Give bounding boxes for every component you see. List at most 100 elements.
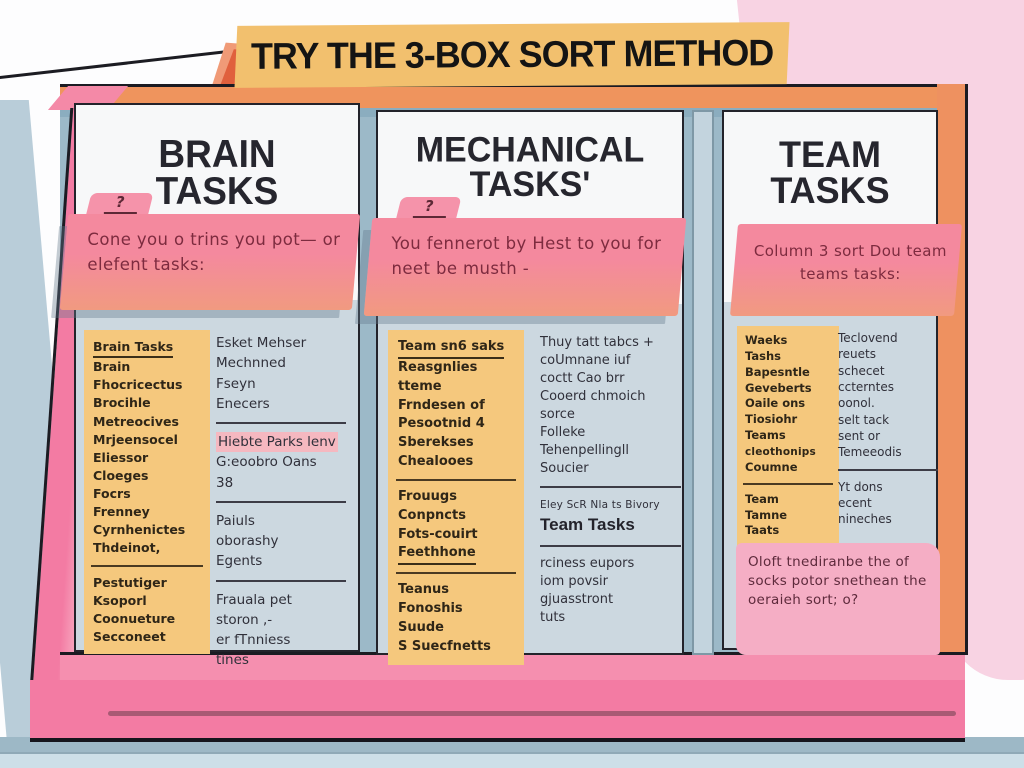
list-item: Tashs — [745, 348, 781, 363]
list-item: Fseyn — [216, 375, 256, 392]
list-item: reuets — [838, 347, 876, 362]
list-item: Teclovend — [838, 331, 898, 345]
note-mechanical-text: You fennerot by Hest to you for neet be … — [391, 234, 662, 278]
list-item: Coumne — [745, 459, 798, 474]
list-item: schecet — [838, 363, 885, 378]
list-item: Fhocricectus — [93, 377, 183, 393]
list-item: Secconeet — [93, 628, 166, 644]
list-item: Mechnned — [216, 355, 286, 372]
divider-line — [540, 544, 681, 547]
list-item: Tehenpellingll — [540, 442, 630, 458]
list-item: coUmnane iuf — [540, 352, 631, 368]
note-mechanical: You fennerot by Hest to you for neet be … — [363, 218, 687, 316]
list-item: sorce — [540, 406, 575, 422]
list-item: tteme — [398, 378, 442, 394]
list-item: Egents — [216, 553, 263, 570]
divider-line — [216, 422, 346, 424]
divider-line — [540, 485, 681, 488]
divider-line — [396, 572, 516, 575]
list-item: ecent — [838, 495, 872, 510]
list-item: selt tack — [838, 412, 890, 427]
list-item: Fonoshis — [398, 601, 463, 617]
list-item: Waeks — [745, 333, 788, 347]
list-item: sent or — [838, 428, 881, 443]
list-item: 38 — [216, 474, 234, 491]
list-item: Focrs — [93, 486, 131, 501]
divider-line — [743, 482, 833, 485]
panel-team-heading: TEAM TASKS — [770, 132, 890, 212]
note-team-bottom-text: Oloft tnediranbe the of socks potor snet… — [748, 554, 927, 608]
list-item: Cooerd chmoich — [540, 388, 646, 404]
panel-divider-bar — [692, 110, 714, 655]
list-item: nineches — [838, 512, 892, 527]
list-item: Coonueture — [93, 610, 176, 626]
divider-line — [396, 478, 516, 481]
note-team-text: Column 3 sort Dou team teams tasks: — [753, 242, 947, 283]
list-item: Yt dons — [838, 479, 883, 494]
list-item: Soucier — [540, 460, 589, 476]
list-item: Brain — [93, 359, 131, 375]
list-item: Sberekses — [398, 435, 474, 451]
list-item: oborashy — [216, 533, 279, 549]
divider-line — [216, 500, 346, 503]
list-item: ccterntes — [838, 379, 894, 394]
footer-rose-line — [108, 711, 956, 716]
panel-mechanical-heading: MECHANICAL TASKS' — [415, 130, 645, 205]
list-item: Team Tasks — [540, 515, 635, 535]
note-team: Column 3 sort Dou team teams tasks: — [729, 224, 963, 316]
list-item: Reasgnlies — [398, 359, 478, 375]
list-item: Frouugs — [398, 488, 457, 504]
list-item: G:eoobro Oans — [216, 454, 317, 471]
panel-brain-heading: BRAIN TASKS — [155, 132, 279, 213]
list-item: Feethhone — [398, 544, 514, 566]
list-item: Geveberts — [745, 380, 812, 395]
list-item: Suude — [398, 619, 444, 635]
divider-line — [91, 564, 203, 567]
list-item: rciness eupors — [540, 555, 635, 571]
list-item: Temeeodis — [838, 445, 902, 460]
list-item: Esket Mehser — [216, 335, 307, 351]
divider-line — [838, 468, 938, 471]
list-item: Metreocives — [93, 413, 179, 429]
note-brain-text: Cone you o trins you pot— or elefent tas… — [87, 230, 341, 274]
list-item: Chealooes — [398, 454, 474, 470]
list-item: Team sn6 saks — [398, 338, 514, 359]
bottom-light-strip — [0, 752, 1024, 768]
note-team-bottom: Oloft tnediranbe the of socks potor snet… — [736, 543, 940, 655]
list-item: Frauala pet — [216, 591, 292, 608]
question-mark-icon: ? — [412, 197, 446, 218]
list-item: Taats — [745, 523, 780, 538]
list-item: cleothonips — [745, 446, 816, 459]
list-item: Paiuls — [216, 512, 255, 529]
list-item: Oaile ons — [745, 396, 806, 411]
list-item: Thuy tatt tabcs + — [540, 335, 654, 350]
list-item: Teanus — [398, 582, 449, 598]
list-item: Enecers — [216, 395, 270, 412]
list-item: Ksoporl — [93, 592, 147, 608]
list-item: oonol. — [838, 396, 875, 411]
list-item: Team — [745, 491, 779, 506]
list-item: tuts — [540, 609, 566, 625]
title-banner: TRY THE 3-BOX SORT METHOD — [234, 22, 790, 88]
list-item: Pesootnid 4 — [398, 416, 485, 432]
list-item: Thdeinot, — [93, 540, 161, 556]
list-item: gjuasstront — [540, 591, 614, 607]
list-item: Eley ScR Nla ts Bivory — [540, 498, 660, 511]
list-item: Fots-couirt — [398, 526, 478, 542]
list-item: Brocihle — [93, 395, 151, 411]
list-item: Mrjeensocel — [93, 431, 178, 447]
list-item: Frenney — [93, 504, 150, 520]
title-text: TRY THE 3-BOX SORT METHOD — [250, 32, 774, 77]
list-item: er fTnniess — [216, 632, 291, 648]
list-item: Cloeges — [93, 467, 149, 483]
list-item: iom povsir — [540, 573, 608, 589]
list-item: Bapesntle — [745, 364, 810, 379]
list-item: Eliessor — [93, 449, 149, 465]
frame-right-orange — [937, 84, 968, 655]
